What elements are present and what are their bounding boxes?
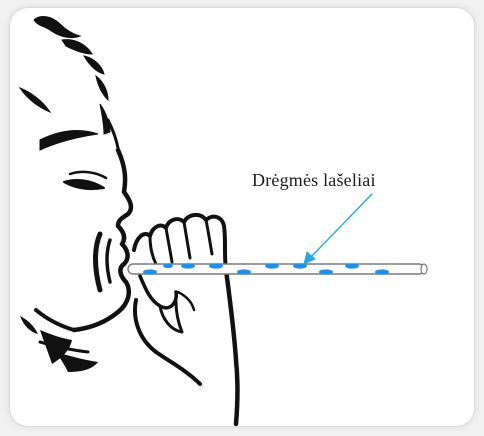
droplet bbox=[319, 269, 333, 274]
droplet bbox=[375, 269, 389, 274]
face-profile bbox=[36, 150, 131, 352]
droplets-label: Drėgmės lašeliai bbox=[252, 170, 376, 191]
hands bbox=[134, 215, 238, 424]
droplet bbox=[293, 263, 307, 268]
child-blowing-into-straw-illustration bbox=[10, 8, 474, 426]
droplet bbox=[143, 269, 157, 274]
droplet bbox=[209, 263, 223, 268]
droplet bbox=[265, 263, 279, 268]
droplet bbox=[163, 264, 173, 268]
illustration-card: Drėgmės lašeliai bbox=[10, 8, 474, 426]
droplet bbox=[181, 263, 195, 268]
droplet bbox=[345, 263, 359, 268]
pointer-arrow bbox=[304, 194, 372, 264]
droplet bbox=[237, 269, 251, 274]
hair-lines bbox=[20, 17, 118, 150]
